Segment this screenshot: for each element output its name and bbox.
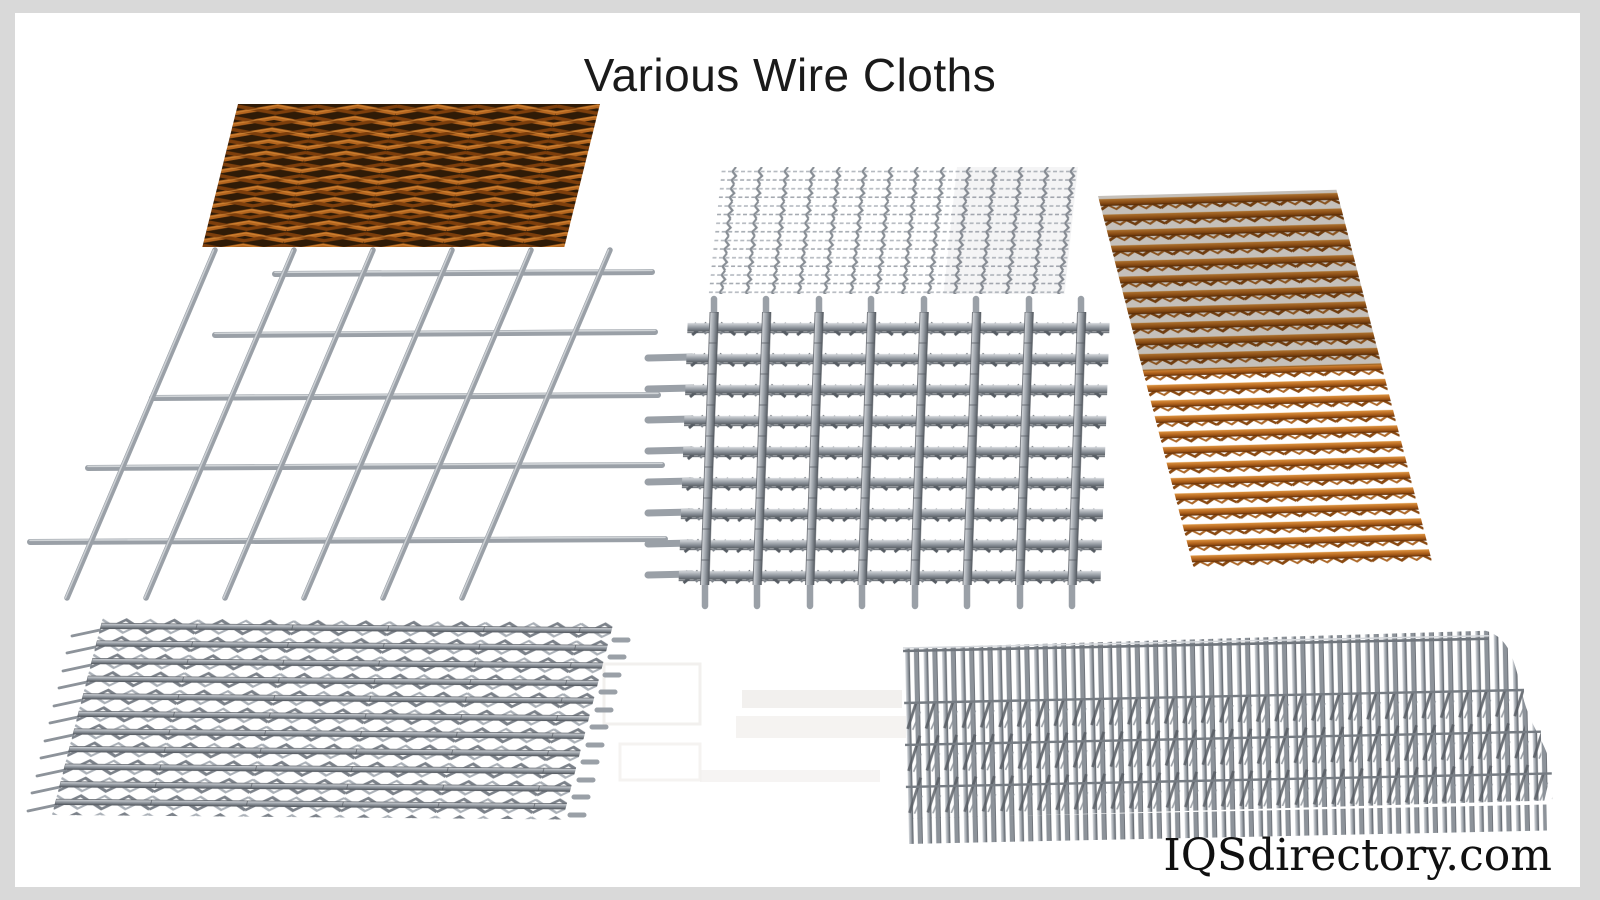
belt-mesh-dangling-ends (906, 804, 1547, 844)
welded-steel-grid (27, 247, 668, 601)
belt-mesh-crimp-band (905, 774, 1553, 814)
ghost-mark (618, 742, 702, 782)
fine-woven-steel-mesh (708, 167, 1078, 294)
grid-vertical-wires (64, 247, 613, 601)
grid-horizontal-wires (27, 269, 668, 545)
dense-mesh-right-wire-ends (567, 637, 631, 818)
lock-mesh-bottom-wire-ends (701, 580, 1076, 610)
belt-mesh-rails (902, 634, 1552, 789)
ghost-mark (742, 690, 902, 708)
ghost-mark (700, 770, 880, 782)
belt-mesh-crimp-band (904, 691, 1525, 744)
lock-mesh-body (678, 312, 1110, 585)
crimped-copper-mesh-body (202, 104, 600, 247)
belt-mesh-crimp-band (905, 732, 1542, 786)
lock-mesh-left-wire-ends (644, 353, 696, 579)
dense-mesh-body (51, 617, 614, 820)
heavy-crimped-lock-mesh (644, 295, 1110, 610)
copper-slat-mesh-body (1098, 189, 1433, 568)
fine-mesh-shading (943, 167, 1078, 294)
grid-vertical-highlights (64, 249, 610, 599)
fine-mesh-body (708, 167, 1078, 294)
grid-horizontal-highlights (29, 269, 666, 542)
crimped-copper-mesh (202, 104, 600, 247)
dense-mesh-left-wire-ends (26, 628, 102, 813)
dense-woven-steel-mesh (26, 617, 631, 820)
lock-mesh-top-wire-ends (710, 295, 1085, 320)
copper-slat-mesh-shading (1098, 189, 1382, 371)
faint-ghost-marks (602, 662, 906, 782)
ghost-mark (736, 716, 906, 738)
flat-wire-copper-mesh (1098, 189, 1433, 568)
page-title: Various Wire Cloths (583, 49, 997, 101)
watermark-text: IQSdirectory.com (1163, 830, 1552, 881)
close-wound-belt-mesh (902, 630, 1553, 844)
